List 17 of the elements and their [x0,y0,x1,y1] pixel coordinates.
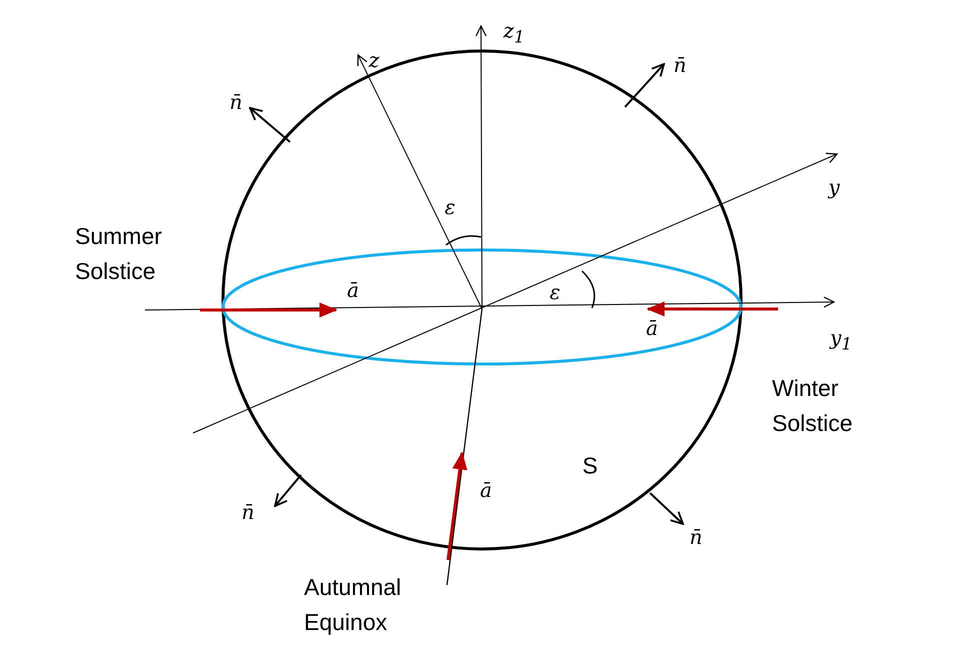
angle-label: ε [444,195,456,219]
axis-label: y [828,175,840,199]
season-label: Summer Solstice [75,222,163,286]
axis-label: z$_{1}$ [503,18,525,48]
vector-label: n̄ [242,500,254,524]
season-label: Autumnal Equinox [304,573,402,637]
axis-label: y$_{1}$ [830,326,852,354]
axis-label: z [368,48,380,72]
vector-label: n̄ [690,525,702,549]
vector-label: ā [480,478,492,502]
vector-label: n̄ [674,53,686,77]
angle-label: ε [550,280,560,304]
vector-label: n̄ [230,90,242,114]
surface-label: S [582,452,598,480]
vector-label: ā [646,316,658,340]
vector-label: ā [347,278,359,302]
season-label: Winter Solstice [772,374,854,438]
